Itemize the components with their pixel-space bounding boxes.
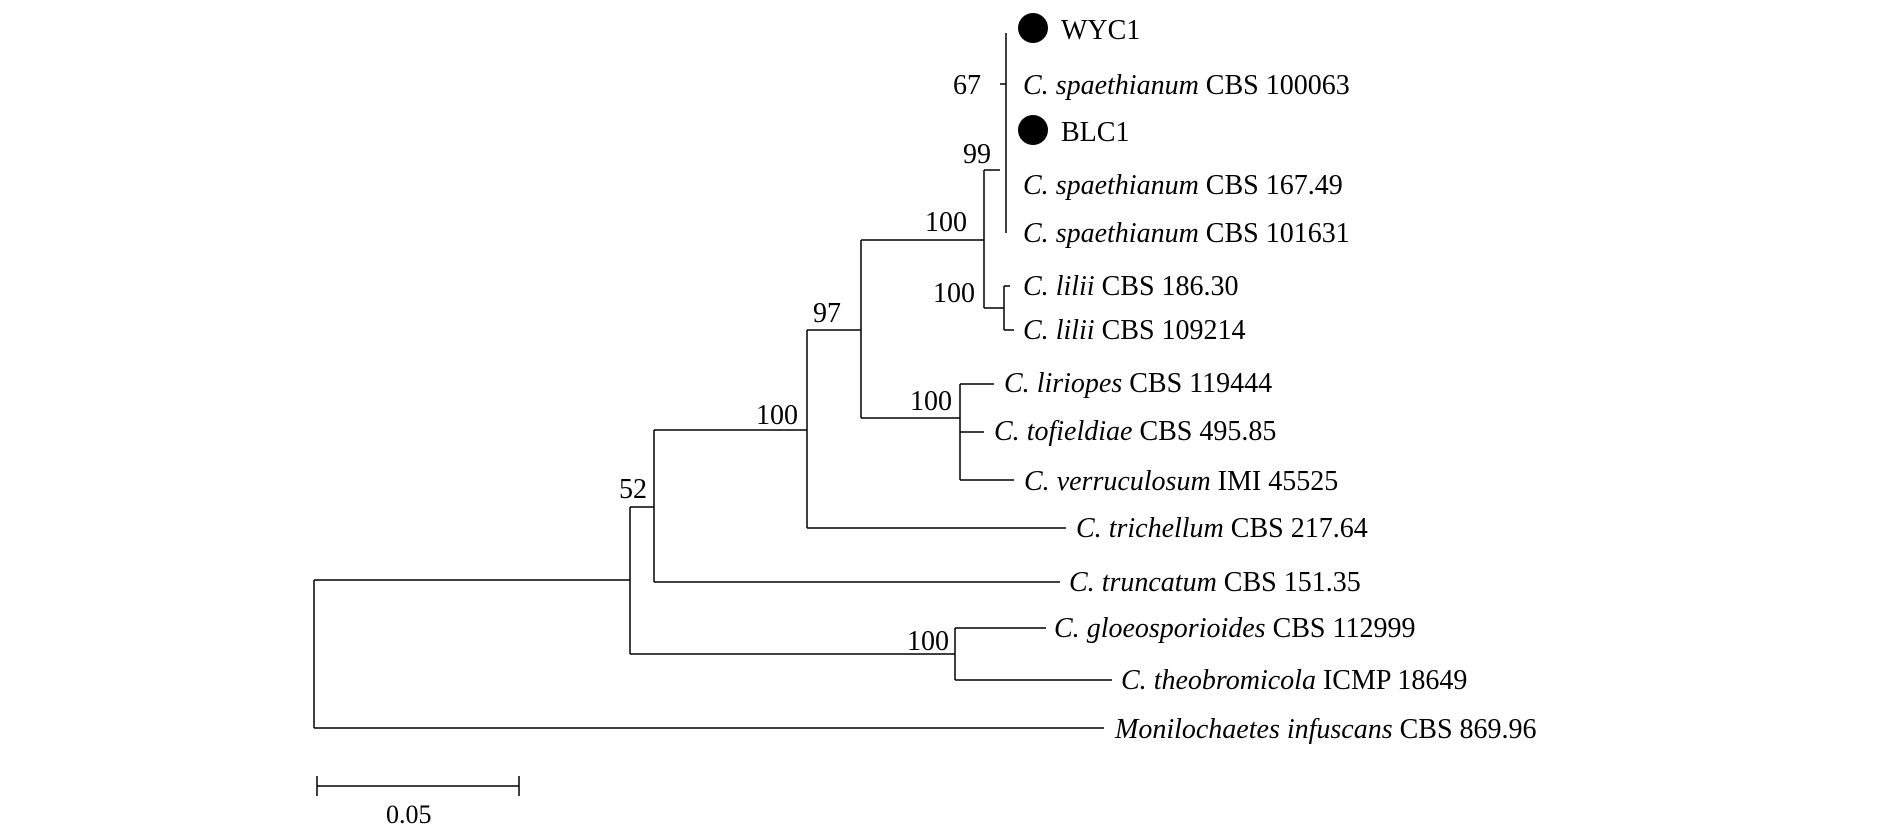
tip-label-gloeosporioides: C. gloeosporioides CBS 112999 (1054, 613, 1415, 644)
support-values: 67 99 100 100 97 100 100 52 100 (619, 70, 991, 657)
support-value-100-liriopes: 100 (910, 386, 952, 417)
tip-label-wyc1: WYC1 (1061, 15, 1140, 46)
tip-label-lilii-109214: C. lilii CBS 109214 (1023, 315, 1246, 346)
support-value-100-lilii: 100 (933, 278, 975, 309)
tip-label-spaethianum-101631: C. spaethianum CBS 101631 (1023, 218, 1350, 249)
support-value-100-gloeosporioides: 100 (907, 626, 949, 657)
tip-label-blc1: BLC1 (1061, 117, 1129, 148)
support-value-99: 99 (963, 139, 991, 170)
tip-label-truncatum: C. truncatum CBS 151.35 (1069, 567, 1361, 598)
tip-labels: WYC1 C. spaethianum CBS 100063 BLC1 C. s… (994, 13, 1537, 745)
tip-label-verruculosum: C. verruculosum IMI 45525 (1024, 466, 1338, 497)
scale-bar: 0.05 (316, 776, 520, 827)
tip-label-spaethianum-100063: C. spaethianum CBS 100063 (1023, 70, 1350, 101)
tip-label-trichellum: C. trichellum CBS 217.64 (1076, 513, 1368, 544)
tip-label-spaethianum-167: C. spaethianum CBS 167.49 (1023, 170, 1343, 201)
support-value-100-spaethianum: 100 (925, 207, 967, 238)
scale-bar-label: 0.05 (386, 800, 432, 827)
tip-label-tofieldiae: C. tofieldiae CBS 495.85 (994, 416, 1276, 447)
support-value-52: 52 (619, 474, 647, 505)
support-value-67: 67 (953, 70, 981, 101)
tree-branches (313, 33, 1112, 729)
support-value-100-upper-ingroup: 100 (756, 400, 798, 431)
tip-label-lilii-186: C. lilii CBS 186.30 (1023, 271, 1239, 302)
blc1-marker-icon (1018, 115, 1048, 145)
tip-label-monilochaetes: Monilochaetes infuscans CBS 869.96 (1114, 714, 1537, 745)
support-value-97: 97 (813, 298, 841, 329)
tip-label-theobromicola: C. theobromicola ICMP 18649 (1121, 665, 1467, 696)
tip-label-liriopes: C. liriopes CBS 119444 (1004, 368, 1272, 399)
wyc1-marker-icon (1018, 13, 1048, 43)
